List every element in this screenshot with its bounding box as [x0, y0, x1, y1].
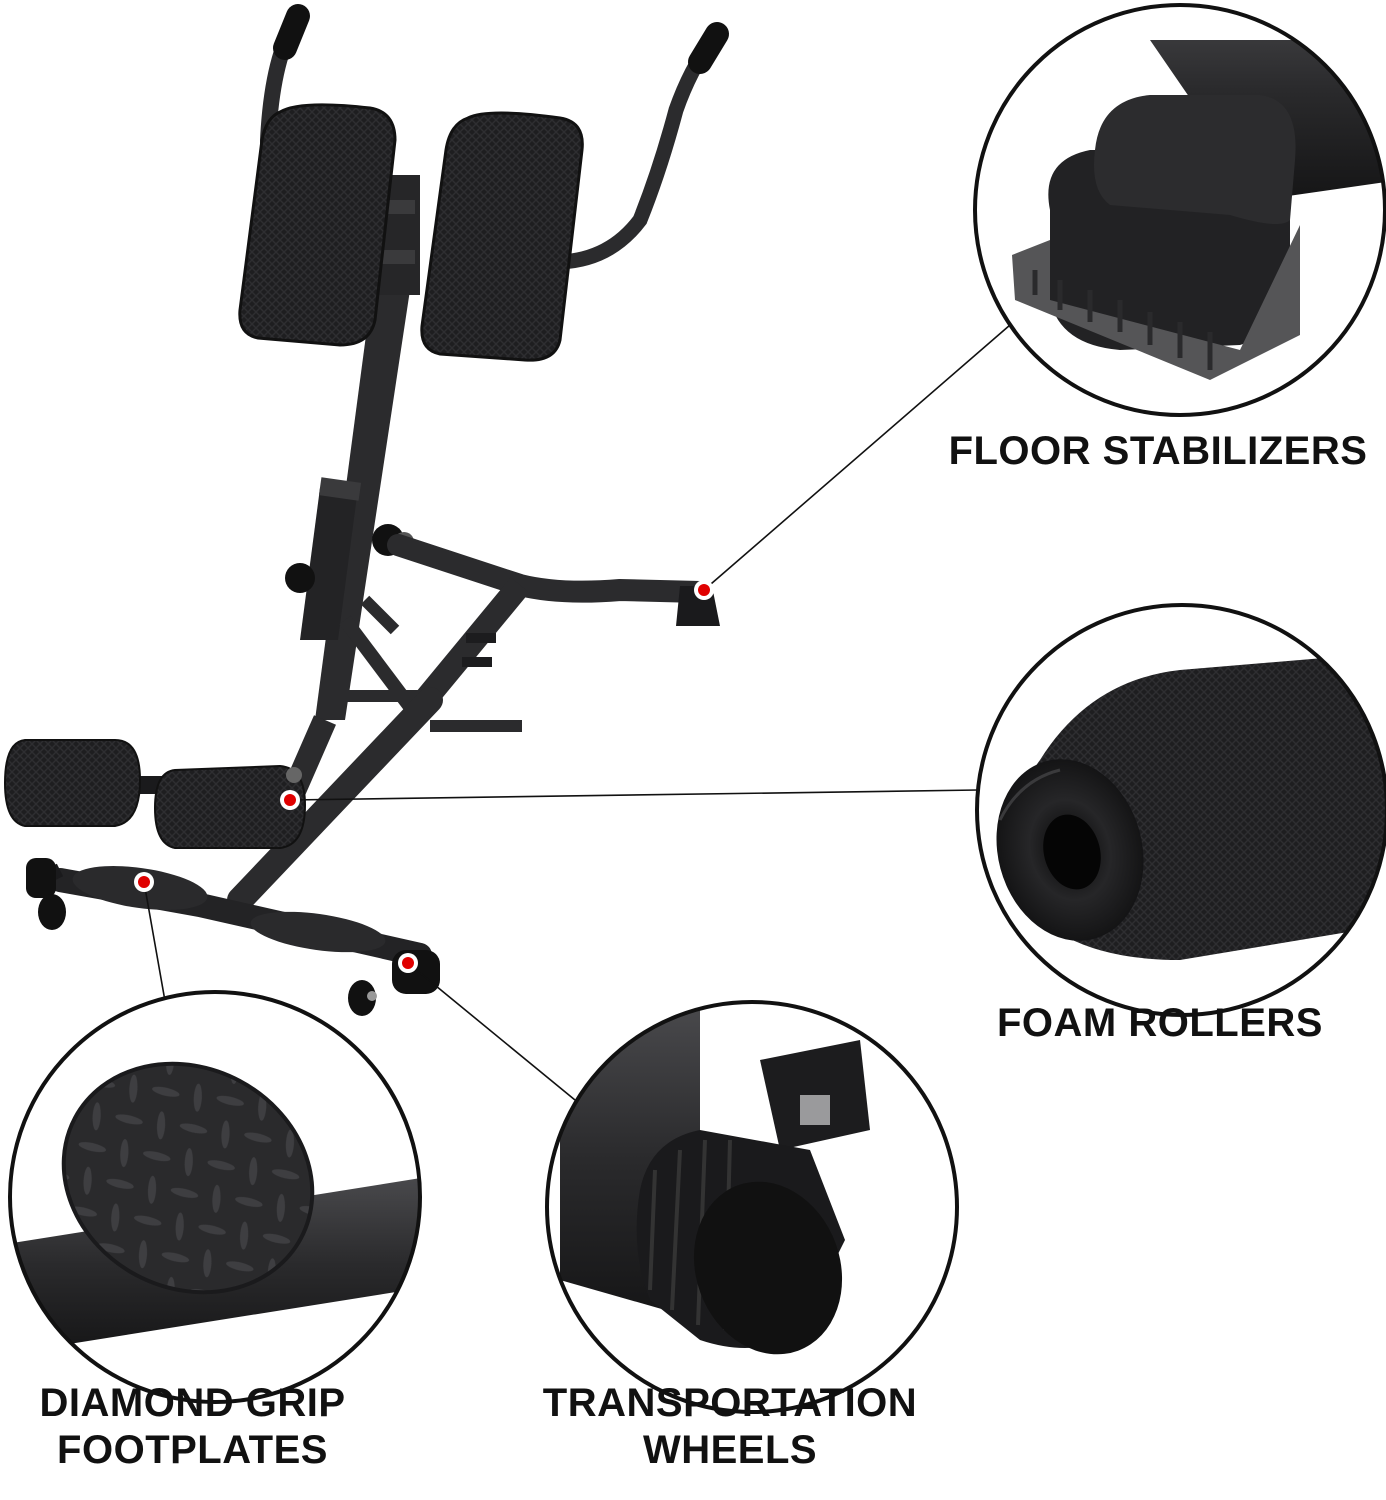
zoom-diamond-footplates	[8, 990, 422, 1404]
stabilizer-arm	[387, 534, 711, 603]
footplate-right	[250, 911, 386, 953]
label-line: WHEELS	[642, 1428, 818, 1473]
foam-rollers-assembly	[3, 739, 307, 849]
callout-lines	[143, 324, 1011, 1101]
label-transportation-wheels: TRANSPORTATION WHEELS	[505, 1380, 955, 1474]
label-line: FOOTPLATES	[57, 1428, 328, 1473]
thigh-pads	[238, 103, 584, 362]
right-handle	[552, 32, 720, 270]
zoom-foam-rollers	[975, 603, 1386, 1017]
transport-wheel	[348, 980, 376, 1016]
label-diamond-grip-footplates: DIAMOND GRIP FOOTPLATES	[0, 1380, 385, 1474]
zoom-floor-stabilizers	[973, 3, 1386, 417]
adjust-knob-lower	[285, 563, 315, 593]
label-floor-stabilizers: FLOOR STABILIZERS	[948, 429, 1368, 473]
label-foam-rollers: FOAM ROLLERS	[997, 1001, 1323, 1045]
zoom-transportation-wheels	[545, 1000, 959, 1414]
roman-chair-machine	[3, 4, 729, 1016]
label-line: DIAMOND GRIP	[39, 1381, 346, 1425]
red-markers	[134, 580, 714, 973]
label-line: TRANSPORTATION	[542, 1381, 918, 1425]
